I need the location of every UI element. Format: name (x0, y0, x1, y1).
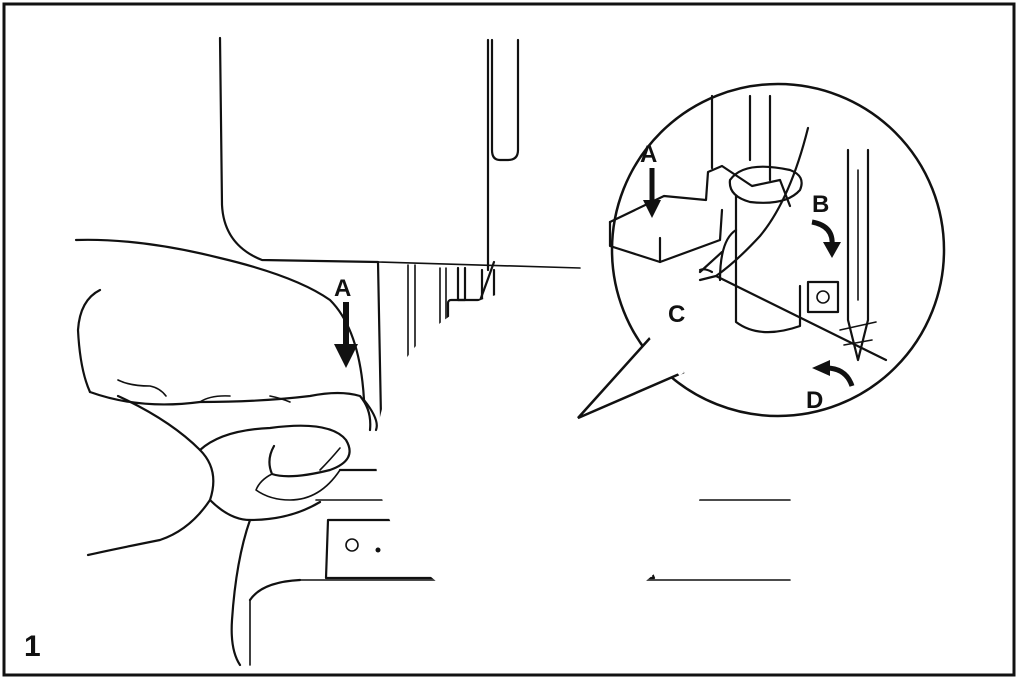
inset-label-a: A (640, 141, 657, 168)
inset-arrow-a (643, 168, 661, 218)
figure-number: 1 (24, 630, 41, 663)
main-label-a: A (334, 275, 351, 302)
inset-arrow-b (811, 219, 841, 258)
inset-arrow-d (812, 360, 855, 387)
inset-label-c: C (668, 301, 685, 328)
main-arrow-a (334, 302, 358, 368)
inset-mechanism (608, 94, 888, 362)
inset-label-b: B (812, 191, 829, 218)
hand (74, 238, 378, 667)
inset-magnifier: A B C D (375, 82, 946, 619)
inset-label-d: D (806, 387, 823, 414)
